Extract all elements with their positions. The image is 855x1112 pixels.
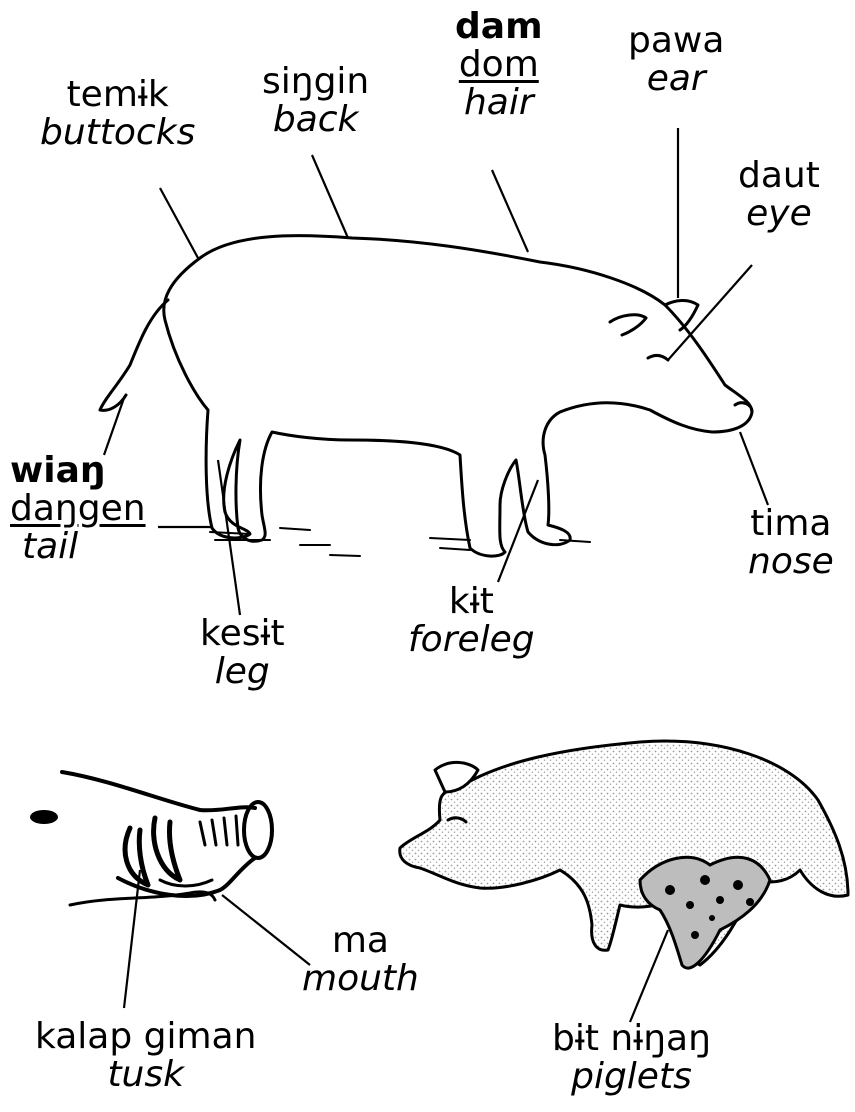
gloss-mouth: mouth [302,960,419,998]
word-buttocks: temɨk [40,76,195,114]
word-back: siŋgin [262,63,369,101]
pig-snout [735,403,752,412]
boar-snout [244,802,272,858]
label-tail: wiaŋ daŋgen tail [10,452,146,565]
word-foreleg: kɨt [408,583,535,621]
label-nose: tima nose [748,505,834,581]
word-piglets: bɨt nɨŋaŋ [552,1020,711,1058]
gloss-nose: nose [748,543,834,581]
boar-head-drawing [62,772,272,905]
leader-lines [104,128,768,615]
boar-head-outline [62,772,255,810]
gloss-hair: hair [455,84,543,122]
gloss-eye: eye [738,195,820,233]
label-mouth: ma mouth [302,922,419,998]
label-ear: pawa ear [628,22,724,98]
pig-tail [100,300,168,410]
word-mouth: ma [302,922,419,960]
word-ear: pawa [628,22,724,60]
boar-lips [160,880,212,886]
boar-tusk-shape [125,818,180,885]
label-eye: daut eye [738,157,820,233]
word-hair-primary: dam [455,8,543,46]
word-tail-primary: wiaŋ [10,452,146,490]
leader-tusk [124,870,140,1008]
pig-drawing [100,236,752,556]
leader-buttocks [160,188,198,258]
leader-hair [492,170,528,252]
word-nose: tima [748,505,834,543]
pig-ear [610,300,698,335]
label-tusk: kalap giman tusk [35,1018,256,1094]
boar-eye [30,810,58,824]
word-tail-alt: daŋgen [10,490,146,528]
ground-marks [210,528,590,556]
word-eye: daut [738,157,820,195]
gloss-back: back [262,101,369,139]
word-leg: kesɨt [200,615,285,653]
word-hair-alt: dom [455,46,543,84]
gloss-leg: leg [200,653,285,691]
gloss-tusk: tusk [35,1056,256,1094]
label-hair: dam dom hair [455,8,543,121]
label-leg: kesɨt leg [200,615,285,691]
leader-mouth [222,895,310,965]
word-tusk: kalap giman [35,1018,256,1056]
boar-snout-ridges [200,816,238,845]
label-piglets: bɨt nɨŋaŋ piglets [552,1020,711,1096]
pig-body-outline [164,236,752,556]
gloss-foreleg: foreleg [408,621,535,659]
pig-eye [648,356,668,360]
boar-chin [70,892,215,905]
gloss-tail: tail [10,528,146,566]
leader-foreleg [498,480,538,582]
label-buttocks: temɨk buttocks [40,76,195,152]
leader-back [312,155,348,238]
gloss-buttocks: buttocks [40,114,195,152]
leader-nose [740,432,768,505]
label-back: siŋgin back [262,63,369,139]
sow-drawing [400,741,848,968]
gloss-piglets: piglets [552,1058,711,1096]
leader-piglets [630,930,668,1022]
gloss-ear: ear [628,60,724,98]
leader-eye [668,265,752,360]
label-foreleg: kɨt foreleg [408,583,535,659]
